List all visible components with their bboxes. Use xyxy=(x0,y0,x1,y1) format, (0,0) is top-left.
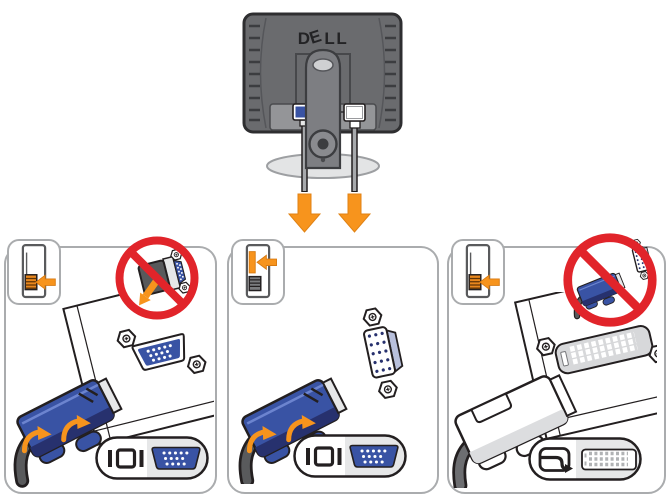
no-symbol-over-vga-cable-at-dvi-port-icon xyxy=(563,233,657,327)
vga-card-connection-illustration xyxy=(8,294,214,490)
vga-badge xyxy=(95,436,209,480)
tower-onboard-port-highlight-icon xyxy=(231,239,285,305)
no-symbol-over-vga-adapter-icon xyxy=(115,236,199,320)
panel-vga-video-card xyxy=(4,236,217,494)
stand-button xyxy=(312,58,334,72)
monitor-stand xyxy=(304,48,342,170)
down-arrow-icon xyxy=(337,193,372,233)
panel-vga-onboard xyxy=(227,239,439,494)
dell-logo: DELL xyxy=(298,26,348,48)
dvi-badge xyxy=(528,437,642,481)
vent-slots xyxy=(249,24,396,122)
dvi-card-connection-illustration xyxy=(451,292,657,488)
panel-dvi-video-card xyxy=(447,233,666,494)
tower-expansion-card-highlight-icon xyxy=(451,239,505,305)
tower-expansion-card-highlight-icon xyxy=(7,239,61,305)
dvi-connector-icon xyxy=(343,103,366,192)
hex-nut-icon xyxy=(376,378,400,400)
hex-nut-icon xyxy=(361,306,384,328)
dvi-wall-port-icon xyxy=(554,325,654,375)
down-arrow-icon xyxy=(287,193,322,233)
monitor-back-illustration: DELL xyxy=(242,12,403,233)
vga-badge xyxy=(293,434,407,478)
vga-onboard-connection-illustration xyxy=(231,306,404,484)
vga-floating-port-icon xyxy=(361,306,404,400)
